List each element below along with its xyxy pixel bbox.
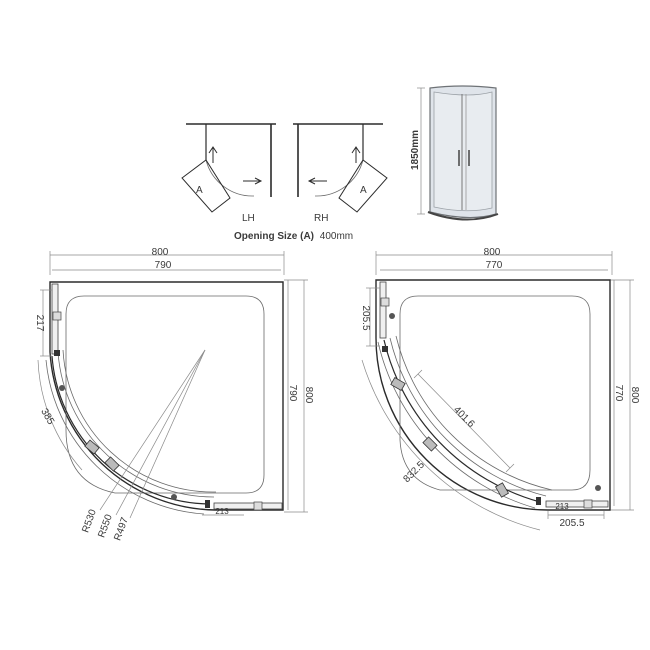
left-arc-dim: 385 [38, 407, 56, 427]
right-side-dim: 205.5 [360, 305, 371, 330]
left-side-dim: 217 [34, 315, 45, 332]
right-bottom-dim: 205.5 [559, 518, 584, 529]
left-radius-2: R550 [96, 513, 115, 540]
lh-label: LH [242, 213, 255, 224]
rh-a-label: A [360, 185, 367, 196]
enclosure-elevation: 1850mm [410, 85, 499, 221]
left-height-outer: 800 [303, 387, 314, 404]
left-width-inner: 790 [155, 260, 172, 271]
svg-text:213: 213 [555, 502, 569, 511]
left-height-inner: 790 [287, 385, 298, 402]
left-radius-3: R497 [112, 516, 131, 543]
svg-text:213: 213 [215, 507, 229, 516]
right-width-inner: 770 [486, 260, 503, 271]
opening-size-label: Opening Size (A) 400mm [234, 231, 353, 242]
right-plan-view: 800 770 770 800 205.5 [360, 247, 640, 531]
left-plan-view: 800 790 790 800 213 [34, 247, 314, 542]
right-height-outer: 800 [629, 387, 640, 404]
left-radius-1: R530 [80, 508, 99, 535]
lh-door-diagram: A LH [181, 123, 276, 224]
lh-a-label: A [196, 185, 203, 196]
right-width-outer: 800 [484, 247, 501, 258]
right-diag-dim: 401.6 [451, 404, 477, 430]
right-height-inner: 770 [613, 385, 624, 402]
rh-door-diagram: A RH [293, 123, 388, 224]
rh-label: RH [314, 213, 328, 224]
height-dim-label: 1850mm [410, 130, 421, 170]
left-width-outer: 800 [152, 247, 169, 258]
